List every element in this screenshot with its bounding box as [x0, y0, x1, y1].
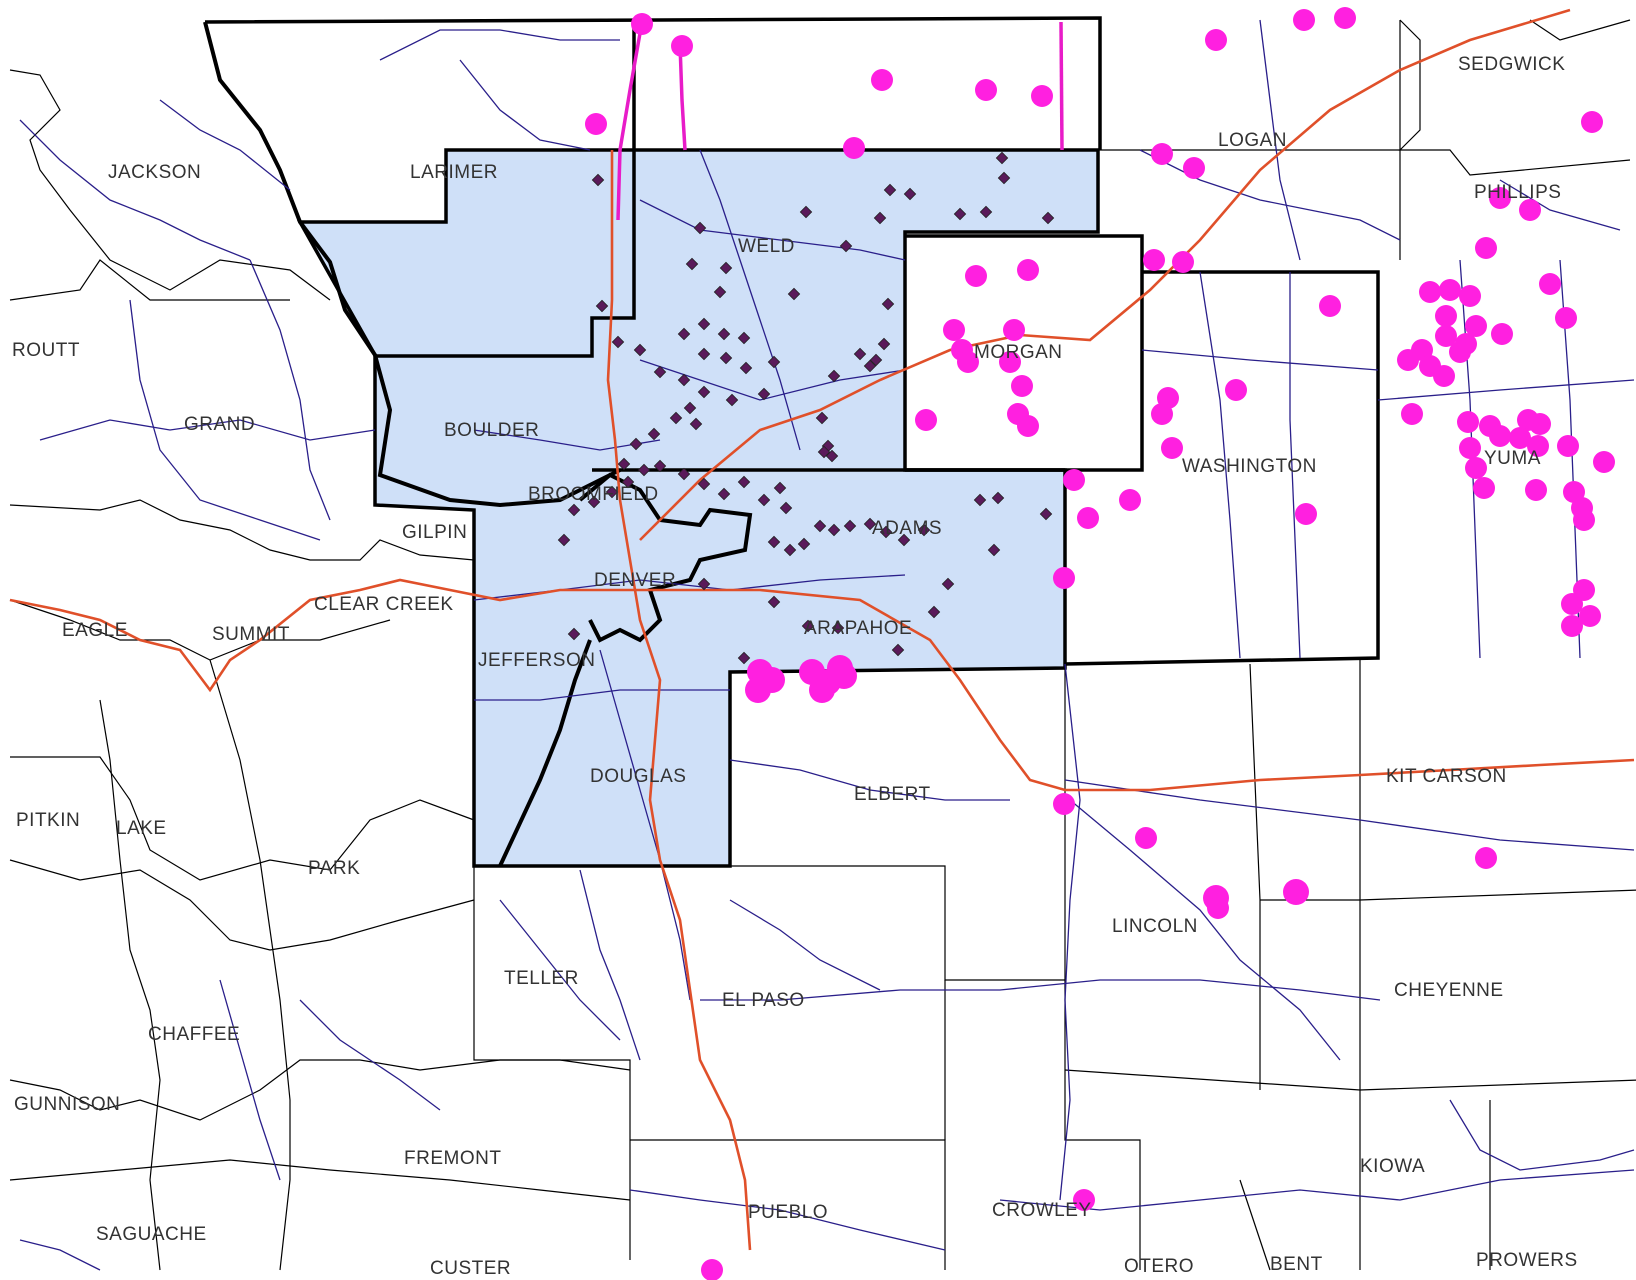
label-crowley: CROWLEY: [992, 1200, 1092, 1221]
label-cheyenne: CHEYENNE: [1394, 980, 1504, 1001]
interstate-i25: [606, 150, 752, 1251]
label-arapahoe: ARAPAHOE: [804, 618, 912, 639]
eastern-boxes: [1064, 270, 1380, 666]
label-broomfield: BROOMFIELD: [528, 484, 659, 505]
highlighted-region: [297, 148, 1100, 868]
label-park: PARK: [308, 858, 360, 879]
label-lincoln: LINCOLN: [1112, 916, 1198, 937]
label-adams: ADAMS: [872, 518, 942, 539]
label-clear-creek: CLEAR CREEK: [314, 594, 454, 615]
label-eagle: EAGLE: [62, 620, 128, 641]
purple-sites: [557, 151, 1055, 665]
county-lines: [9, 18, 1636, 1271]
label-douglas: DOUGLAS: [590, 766, 686, 787]
label-boulder: BOULDER: [444, 420, 539, 441]
label-routt: ROUTT: [12, 340, 80, 361]
label-jefferson: JEFFERSON: [478, 650, 595, 671]
label-lake: LAKE: [116, 818, 167, 839]
label-el-paso: EL PASO: [722, 990, 805, 1011]
label-saguache: SAGUACHE: [96, 1224, 207, 1245]
label-chaffee: CHAFFEE: [148, 1024, 240, 1045]
label-grand: GRAND: [184, 414, 255, 435]
interstate-i76: [639, 8, 1571, 541]
label-jackson: JACKSON: [108, 162, 201, 183]
label-summit: SUMMIT: [212, 624, 290, 645]
label-otero: OTERO: [1124, 1256, 1194, 1277]
label-teller: TELLER: [504, 968, 579, 989]
south-divide-line: [498, 639, 592, 867]
denver-outline: [578, 472, 753, 643]
interstate-highways: [9, 8, 1635, 1251]
roads: [19, 19, 1635, 1271]
label-phillips: PHILLIPS: [1474, 182, 1561, 203]
label-custer: CUSTER: [430, 1258, 511, 1279]
label-weld: WELD: [738, 236, 795, 257]
county-labels: JACKSON LARIMER WELD LOGAN SEDGWICK PHIL…: [12, 54, 1578, 1279]
label-prowers: PROWERS: [1476, 1250, 1578, 1271]
label-fremont: FREMONT: [404, 1148, 501, 1169]
label-pueblo: PUEBLO: [748, 1202, 828, 1223]
divide-line: [203, 21, 621, 508]
label-kit-carson: KIT CARSON: [1386, 766, 1507, 787]
label-logan: LOGAN: [1218, 130, 1287, 151]
label-gunnison: GUNNISON: [14, 1094, 120, 1115]
label-denver: DENVER: [594, 570, 676, 591]
larimer-top: [375, 22, 636, 358]
pipelines: [616, 21, 1064, 221]
label-kiowa: KIOWA: [1360, 1156, 1425, 1177]
label-yuma: YUMA: [1484, 448, 1541, 469]
region-weld-larimer: [297, 148, 1100, 868]
label-larimer: LARIMER: [410, 162, 498, 183]
label-sedgwick: SEDGWICK: [1458, 54, 1565, 75]
magenta-sites: [585, 7, 1615, 1280]
label-elbert: ELBERT: [854, 784, 931, 805]
interstate-i70: [9, 578, 1635, 792]
northern-boundary: [204, 16, 1102, 150]
label-morgan: MORGAN: [974, 342, 1063, 363]
label-pitkin: PITKIN: [16, 810, 80, 831]
label-bent: BENT: [1270, 1254, 1323, 1275]
label-gilpin: GILPIN: [402, 522, 467, 543]
label-washington: WASHINGTON: [1182, 456, 1317, 477]
